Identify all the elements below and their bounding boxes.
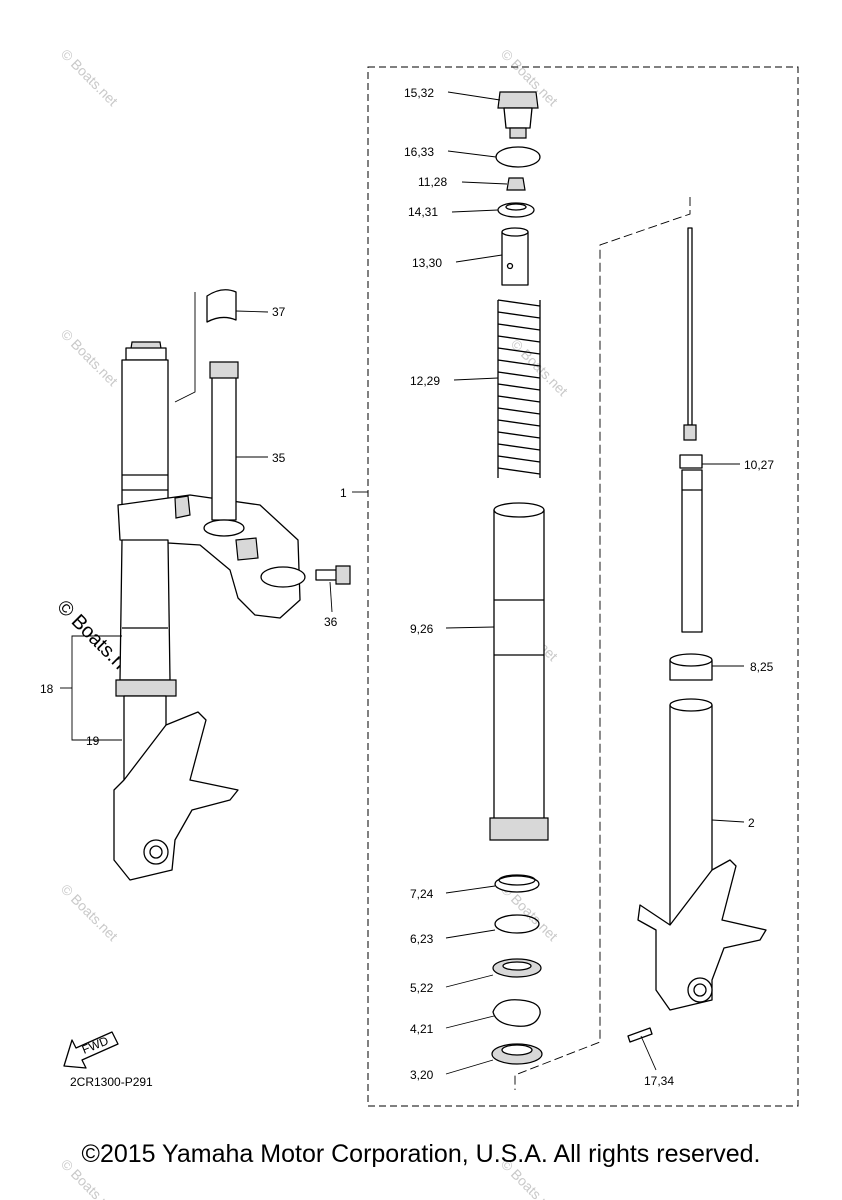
assembly-box xyxy=(367,66,799,1107)
callout-label: 36 xyxy=(324,615,338,629)
callout-label: 13,30 xyxy=(412,256,442,270)
callout-label: 12,29 xyxy=(410,374,440,388)
fork-assembly-drawing xyxy=(113,289,351,881)
watermark: © Boats.net xyxy=(58,46,121,109)
assembly-label: 1 xyxy=(340,486,347,500)
callout-label: 5,22 xyxy=(410,981,434,995)
callout-label: 11,28 xyxy=(418,175,447,189)
callout-label: 14,31 xyxy=(408,205,438,219)
callout-label: 2 xyxy=(748,816,755,830)
callout-label: 9,26 xyxy=(410,622,434,636)
assembly-guide xyxy=(514,197,691,1090)
callout-label: 3,20 xyxy=(410,1068,434,1082)
right-parts xyxy=(627,227,767,1043)
callout-label: 35 xyxy=(272,451,286,465)
callout-label: 10,27 xyxy=(744,458,774,472)
spring xyxy=(497,299,541,478)
drawing-code: 2CR1300-P291 xyxy=(70,1075,153,1089)
callout-label: 18 xyxy=(40,682,54,696)
leader-lines xyxy=(60,91,745,1075)
center-parts xyxy=(489,91,549,1065)
callout-label: 7,24 xyxy=(410,887,434,901)
watermark: © Boats.net xyxy=(58,881,121,944)
callout-label: 4,21 xyxy=(410,1022,434,1036)
callout-label: 19 xyxy=(86,734,100,748)
watermark: © Boats.net xyxy=(58,326,121,389)
copyright-text: ©2015 Yamaha Motor Corporation, U.S.A. A… xyxy=(81,1140,761,1168)
callout-label: 6,23 xyxy=(410,932,434,946)
callout-label: 37 xyxy=(272,305,286,319)
callout-labels: 15,32 16,33 11,28 14,31 13,30 12,29 9,26… xyxy=(40,86,774,1088)
callout-label: 17,34 xyxy=(644,1074,674,1088)
fwd-arrow-icon: FWD xyxy=(63,1031,119,1069)
callout-label: 16,33 xyxy=(404,145,434,159)
callout-label: 8,25 xyxy=(750,660,774,674)
callout-label: 15,32 xyxy=(404,86,434,100)
